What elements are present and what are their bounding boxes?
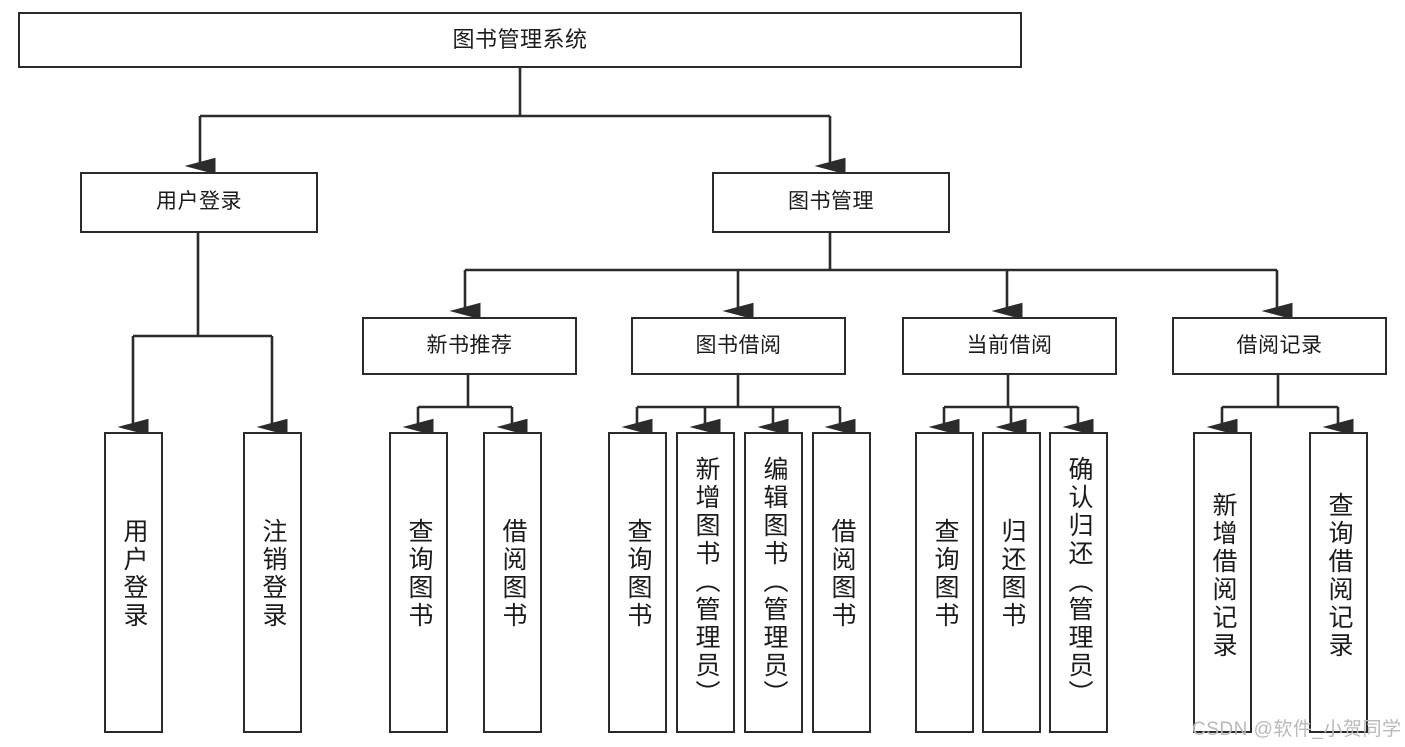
leaf-currentborrow-confirm-return-admin[interactable]: 确认归还（管理员）: [1049, 432, 1108, 733]
node-label: 新增借阅记录: [1209, 492, 1237, 660]
node-label: 用户登录: [120, 518, 148, 630]
node-current-borrow[interactable]: 当前借阅: [902, 317, 1117, 375]
node-book-borrow[interactable]: 图书借阅: [631, 317, 846, 375]
node-label: 借阅图书: [499, 518, 527, 630]
node-label: 图书借阅: [695, 333, 782, 357]
node-label: 归还图书: [998, 518, 1026, 630]
node-user-login[interactable]: 用户登录: [80, 172, 318, 233]
node-label: 借阅图书: [828, 518, 856, 630]
node-label: 查询借阅记录: [1325, 492, 1353, 660]
node-label: 查询图书: [931, 518, 959, 630]
node-book-management[interactable]: 图书管理: [712, 172, 950, 233]
leaf-bookborrow-add-book-admin[interactable]: 新增图书（管理员）: [676, 432, 735, 733]
node-label: 新增图书（管理员）: [692, 456, 720, 708]
node-label: 用户登录: [156, 190, 242, 214]
leaf-user-login[interactable]: 用户登录: [104, 432, 163, 733]
node-new-book-recommend[interactable]: 新书推荐: [362, 317, 577, 375]
leaf-newbook-borrow-book[interactable]: 借阅图书: [483, 432, 542, 733]
node-label: 查询图书: [405, 518, 433, 630]
leaf-logout[interactable]: 注销登录: [243, 432, 302, 733]
node-label: 新书推荐: [426, 333, 513, 357]
node-label: 图书管理系统: [452, 27, 588, 53]
node-borrow-record[interactable]: 借阅记录: [1172, 317, 1387, 375]
leaf-bookborrow-edit-book-admin[interactable]: 编辑图书（管理员）: [744, 432, 803, 733]
leaf-newbook-query-book[interactable]: 查询图书: [389, 432, 448, 733]
leaf-borrowrecord-add-record[interactable]: 新增借阅记录: [1193, 432, 1252, 733]
watermark-text: CSDN @软件_小贺同学: [1192, 719, 1402, 740]
leaf-bookborrow-borrow-book[interactable]: 借阅图书: [812, 432, 871, 733]
leaf-currentborrow-return-book[interactable]: 归还图书: [982, 432, 1041, 733]
node-label: 当前借阅: [966, 333, 1053, 357]
node-label: 借阅记录: [1236, 333, 1323, 357]
leaf-currentborrow-query-book[interactable]: 查询图书: [915, 432, 974, 733]
node-root-book-management-system[interactable]: 图书管理系统: [18, 12, 1022, 68]
node-label: 确认归还（管理员）: [1065, 456, 1093, 708]
node-label: 图书管理: [788, 190, 874, 214]
leaf-bookborrow-query-book[interactable]: 查询图书: [608, 432, 667, 733]
node-label: 编辑图书（管理员）: [760, 456, 788, 708]
leaf-borrowrecord-query-record[interactable]: 查询借阅记录: [1309, 432, 1368, 733]
node-label: 注销登录: [259, 518, 287, 630]
node-label: 查询图书: [624, 518, 652, 630]
